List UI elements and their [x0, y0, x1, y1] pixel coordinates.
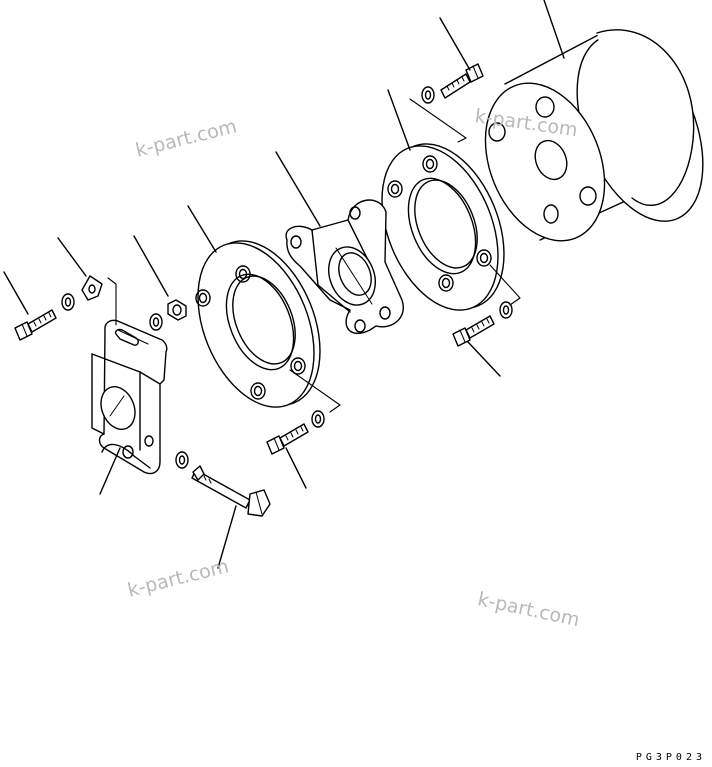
- assembly-line-flange-1: [289, 369, 341, 413]
- assembly-line-top: [409, 98, 467, 143]
- washer-bottom: [175, 451, 189, 469]
- leader-line-bracket: [275, 151, 321, 227]
- washer-right: [499, 301, 513, 319]
- flange-ring-1: [195, 240, 321, 408]
- washer-top: [421, 86, 435, 104]
- leader-line-bolt-middle: [285, 447, 307, 489]
- bracket-plate: [91, 319, 168, 475]
- cylinder-housing: [484, 29, 704, 242]
- drawing-code: PG3P023: [635, 752, 706, 763]
- leader-line-nut: [133, 235, 169, 297]
- bolt-right: [452, 315, 495, 347]
- leader-line-bolt-top: [439, 17, 471, 71]
- leader-line-lock-plate: [57, 237, 87, 277]
- leader-line-bolt-right: [467, 341, 501, 377]
- bolt-middle: [266, 423, 309, 455]
- leader-line-housing: [543, 0, 565, 59]
- leader-line-flange-2: [387, 89, 411, 151]
- washer-middle: [311, 410, 325, 428]
- flange-ring-2: [381, 143, 505, 311]
- bearing-bracket: [285, 199, 404, 335]
- leader-line-bracket-plate: [99, 447, 121, 495]
- lock-plate: [81, 275, 103, 301]
- leader-line-flange-1: [187, 205, 217, 253]
- leader-line-bolt-left: [3, 271, 29, 315]
- assembly-line-bracket: [107, 277, 117, 326]
- washer-left: [61, 293, 75, 311]
- washer-nut: [149, 313, 163, 331]
- bolt-left: [14, 309, 57, 341]
- nut: [167, 299, 187, 321]
- leader-line-long-bolt: [217, 505, 237, 569]
- assembly-line-right: [489, 264, 521, 306]
- long-bolt: [191, 465, 271, 517]
- bolt-top: [440, 63, 484, 99]
